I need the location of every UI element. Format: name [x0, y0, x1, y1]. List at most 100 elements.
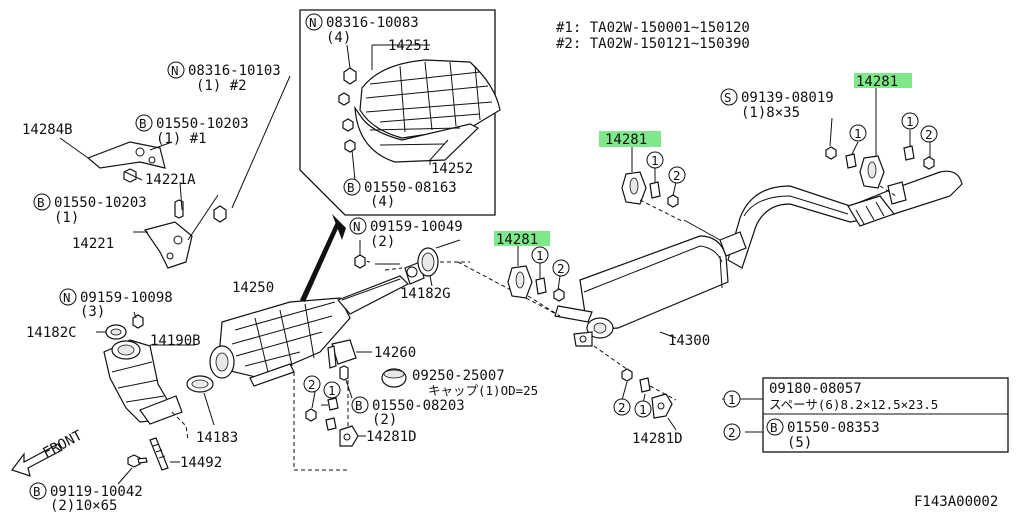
- legend-marker-2: 2: [728, 425, 736, 440]
- label-14221: 14221: [72, 236, 114, 252]
- label-14190b: 14190B: [150, 333, 201, 349]
- hanger-14281d-right: [621, 368, 673, 419]
- legend-row1-desc: スペーサ(6)8.2×12.5×23.5: [769, 397, 938, 412]
- marker-1: 1: [639, 402, 647, 417]
- label-01550-08163: 01550-08163: [364, 180, 457, 196]
- hanger-14281-b: [507, 265, 565, 302]
- note-2: #2: TA02W-150121~150390: [556, 36, 750, 52]
- qty-09250-25007: キャップ(1)OD=25: [428, 383, 538, 398]
- label-09159-10098: 09159-10098: [80, 290, 173, 306]
- legend-marker-1: 1: [728, 392, 736, 407]
- note-1: #1: TA02W-150001~150120: [556, 20, 750, 36]
- converter-14190b: [103, 339, 183, 425]
- label-14221a: 14221A: [145, 172, 196, 188]
- bracket-14221: [144, 221, 193, 269]
- stud-14492: [149, 437, 169, 471]
- label-01550-10203-b: 01550-10203: [54, 195, 147, 211]
- heat-shield-14251: [359, 59, 501, 139]
- label-09139-08019: 09139-08019: [741, 90, 834, 106]
- label-01550-08203: 01550-08203: [372, 398, 465, 414]
- label-14281-c: 14281: [856, 74, 898, 90]
- marker-2: 2: [557, 261, 565, 276]
- qty-09159-10098: (3): [80, 304, 105, 320]
- pointer-arrow: [300, 222, 340, 302]
- marker-1: 1: [854, 126, 862, 141]
- legend-box: [722, 377, 1009, 453]
- pipe-connection-dash: [440, 261, 561, 317]
- label-01550-10203-a: 01550-10203: [156, 116, 249, 132]
- legend-row1-code: 09180-08057: [769, 381, 862, 397]
- symbol-n: N: [309, 15, 317, 30]
- label-08316-10103: 08316-10103: [188, 63, 281, 79]
- qty-09119-10042: (2)10×65: [50, 498, 117, 512]
- symbol-b: B: [33, 484, 41, 499]
- ring-14183: [186, 375, 214, 393]
- label-14492: 14492: [180, 455, 222, 471]
- bolt-01550-08203: [339, 365, 349, 381]
- symbol-b: B: [770, 420, 778, 435]
- muffler-14300: [554, 235, 729, 347]
- nut-09159-10049: [354, 254, 366, 269]
- marker-2: 2: [673, 168, 681, 183]
- bolt-09119-10042: [127, 454, 148, 468]
- gasket-14182g: [417, 247, 439, 277]
- label-09119-10042: 09119-10042: [50, 484, 143, 500]
- marker-1: 1: [328, 383, 336, 398]
- bracket-14260: [327, 339, 357, 369]
- symbol-b: B: [355, 398, 363, 413]
- marker-1: 1: [651, 153, 659, 168]
- symbol-b: B: [37, 195, 45, 210]
- marker-2: 2: [618, 400, 626, 415]
- qty-09139-08019: (1)8×35: [741, 105, 800, 121]
- marker-2: 2: [925, 127, 933, 142]
- qty-01550-08163: (4): [370, 194, 395, 210]
- nut-09159-10098: [132, 314, 144, 329]
- label-14183: 14183: [196, 430, 238, 446]
- gasket-14182c: [105, 324, 127, 340]
- qty-01550-08203: (2): [372, 412, 397, 428]
- legend-row2-code: 01550-08353: [787, 420, 880, 436]
- symbol-n: N: [353, 219, 361, 234]
- qty-09159-10049: (2): [370, 234, 395, 250]
- label-14281-a: 14281: [605, 132, 647, 148]
- label-14281d-left: 14281D: [366, 429, 417, 445]
- tailpipe: [719, 170, 963, 269]
- heat-shield-14252: [354, 105, 480, 163]
- bracket-14284b: [86, 141, 166, 169]
- hanger-14281-a: [621, 171, 679, 208]
- symbol-s: S: [724, 90, 732, 105]
- symbol-n: N: [171, 63, 179, 78]
- qty-08316-10103: (1) #2: [196, 78, 247, 94]
- label-09250-25007: 09250-25007: [412, 368, 505, 384]
- marker-1: 1: [906, 114, 914, 129]
- qty-01550-10203-a: (1) #1: [156, 131, 207, 147]
- label-14284b: 14284B: [22, 122, 73, 138]
- label-14260: 14260: [374, 345, 416, 361]
- bolt-14221a: [123, 168, 184, 219]
- cap-09250-25007: [381, 368, 407, 388]
- figure-code: F143A00002: [914, 494, 998, 510]
- label-front: FRONT: [40, 427, 85, 461]
- label-08316-10083: 08316-10083: [326, 15, 419, 31]
- washer-small: [213, 205, 227, 223]
- label-09159-10049: 09159-10049: [370, 219, 463, 235]
- label-14182g: 14182G: [400, 286, 451, 302]
- symbol-b: B: [347, 180, 355, 195]
- label-14281-b: 14281: [496, 232, 538, 248]
- hanger-14281d-left: [305, 397, 359, 447]
- qty-08316-10083: (4): [326, 30, 351, 46]
- inset-frame: [299, 9, 496, 216]
- symbol-b: B: [139, 116, 147, 131]
- label-14281d-right: 14281D: [632, 431, 683, 447]
- marker-2: 2: [308, 377, 316, 392]
- marker-1: 1: [536, 248, 544, 263]
- qty-01550-10203-b: (1): [54, 210, 79, 226]
- label-14252: 14252: [431, 161, 473, 177]
- front-pipe-14250: [209, 261, 425, 387]
- legend-row2-qty: (5): [787, 435, 812, 451]
- label-14300: 14300: [668, 333, 710, 349]
- symbol-n: N: [63, 290, 71, 305]
- label-14251: 14251: [388, 38, 430, 54]
- label-14182c: 14182C: [26, 325, 77, 341]
